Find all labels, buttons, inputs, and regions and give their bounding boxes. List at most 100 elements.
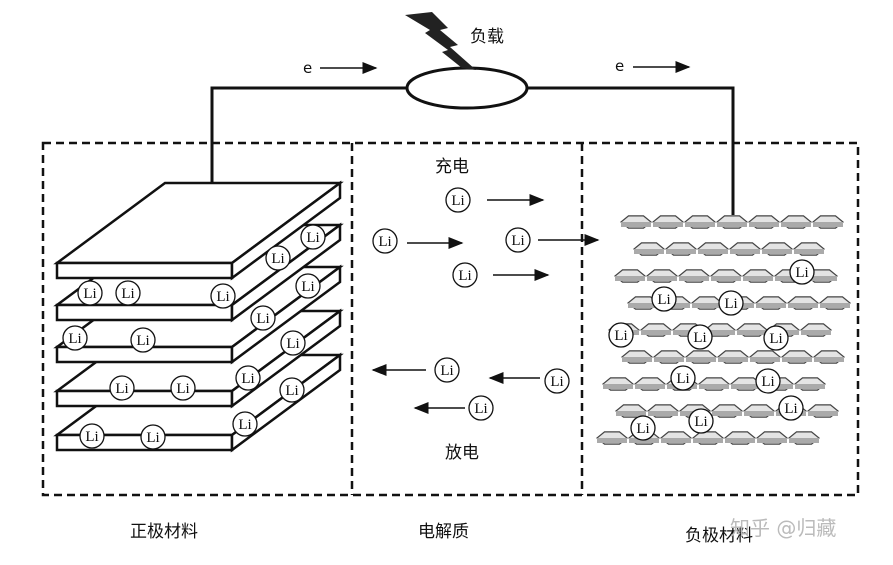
ion-circle xyxy=(434,357,460,383)
graphite-edge xyxy=(635,384,665,389)
graphite-edge xyxy=(654,357,684,362)
ion-label: Li xyxy=(474,401,487,417)
ion-circle xyxy=(250,305,276,331)
graphite-edge xyxy=(744,411,774,416)
graphite-edge xyxy=(807,276,837,281)
electron-label-left: e xyxy=(303,59,312,77)
lithium-ion: Li xyxy=(300,224,326,250)
graphite-edge xyxy=(615,276,645,281)
lithium-ion: Li xyxy=(651,286,677,312)
ion-label: Li xyxy=(636,421,649,437)
ion-label: Li xyxy=(550,374,563,390)
ion-label: Li xyxy=(241,371,254,387)
lithium-ion: Li xyxy=(670,365,696,391)
lithium-ion: Li xyxy=(295,273,321,299)
watermark: 知乎 @归藏 xyxy=(730,516,836,540)
electrolyte-label: 电解质 xyxy=(418,522,469,542)
graphite-edge xyxy=(718,357,748,362)
cathode-layers xyxy=(53,180,344,453)
graphite-edge xyxy=(795,384,825,389)
ion-label: Li xyxy=(614,328,627,344)
ion-circle xyxy=(630,415,656,441)
graphite-edge xyxy=(749,222,779,227)
lithium-ion: Li xyxy=(265,245,291,271)
external-wire-left xyxy=(210,86,407,208)
ion-circle xyxy=(77,280,103,306)
graphite-edge xyxy=(743,276,773,281)
ion-label: Li xyxy=(451,193,464,209)
lightning-icon xyxy=(405,12,476,70)
ion-label: Li xyxy=(85,429,98,445)
anode-label: 负极材料 xyxy=(685,526,753,546)
lithium-ion: Li xyxy=(687,324,713,350)
ion-circle xyxy=(608,322,634,348)
graphite-edge xyxy=(775,276,805,281)
discharge-label: 放电 xyxy=(445,443,479,463)
graphite-edge xyxy=(705,330,735,335)
ion-circle xyxy=(140,424,166,450)
lithium-ion: Li xyxy=(445,187,471,213)
lithium-ion: Li xyxy=(170,375,196,401)
ion-circle xyxy=(130,327,156,353)
ion-circle xyxy=(778,395,804,421)
ion-label: Li xyxy=(136,333,149,349)
graphite-edge xyxy=(750,357,780,362)
graphite-edge xyxy=(621,222,651,227)
cathode-plate xyxy=(53,180,344,281)
ion-circle xyxy=(372,228,398,254)
anode-graphite xyxy=(596,215,851,445)
graphite-edge xyxy=(789,438,819,443)
graphite-edge xyxy=(762,249,792,254)
lithium-ion: Li xyxy=(235,365,261,391)
ion-label: Li xyxy=(301,279,314,295)
ion-label: Li xyxy=(676,371,689,387)
lithium-ion: Li xyxy=(505,227,531,253)
ion-label: Li xyxy=(511,233,524,249)
graphite-edge xyxy=(679,276,709,281)
ion-circle xyxy=(544,368,570,394)
lithium-ion: Li xyxy=(372,228,398,254)
lithium-ion: Li xyxy=(755,368,781,394)
lithium-ion: Li xyxy=(763,325,789,351)
electron-label-right: e xyxy=(615,57,624,75)
graphite-edge xyxy=(794,249,824,254)
ion-label: Li xyxy=(83,286,96,302)
ion-label: Li xyxy=(238,417,251,433)
ion-label: Li xyxy=(458,268,471,284)
graphite-edge xyxy=(730,249,760,254)
graphite-edge xyxy=(616,411,646,416)
ion-label: Li xyxy=(306,230,319,246)
graphite-edge xyxy=(653,222,683,227)
ion-circle xyxy=(300,224,326,250)
ion-label: Li xyxy=(121,286,134,302)
ion-circle xyxy=(452,262,478,288)
ion-circle xyxy=(755,368,781,394)
cathode-label: 正极材料 xyxy=(130,522,198,542)
graphite-edge xyxy=(647,276,677,281)
lithium-ion: Li xyxy=(688,408,714,434)
graphite-edge xyxy=(648,411,678,416)
ion-circle xyxy=(718,290,744,316)
lithium-ion: Li xyxy=(130,327,156,353)
lithium-ion: Li xyxy=(250,305,276,331)
lithium-ion: Li xyxy=(77,280,103,306)
graphite-edge xyxy=(622,357,652,362)
ion-arrows xyxy=(371,194,600,414)
lithium-ion: Li xyxy=(718,290,744,316)
ion-circle xyxy=(670,365,696,391)
ion-circle xyxy=(295,273,321,299)
graphite-edge xyxy=(781,222,811,227)
graphite-edge xyxy=(698,249,728,254)
graphite-edge xyxy=(801,330,831,335)
graphite-edge xyxy=(641,330,671,335)
lithium-ion: Li xyxy=(115,280,141,306)
ion-label: Li xyxy=(286,336,299,352)
lithium-ion: Li xyxy=(210,283,236,309)
lithium-ion: Li xyxy=(789,259,815,285)
load-resistor xyxy=(405,66,529,110)
lithium-ion: Li xyxy=(62,325,88,351)
ion-circle xyxy=(445,187,471,213)
ion-circle xyxy=(115,280,141,306)
graphite-edge xyxy=(692,303,722,308)
